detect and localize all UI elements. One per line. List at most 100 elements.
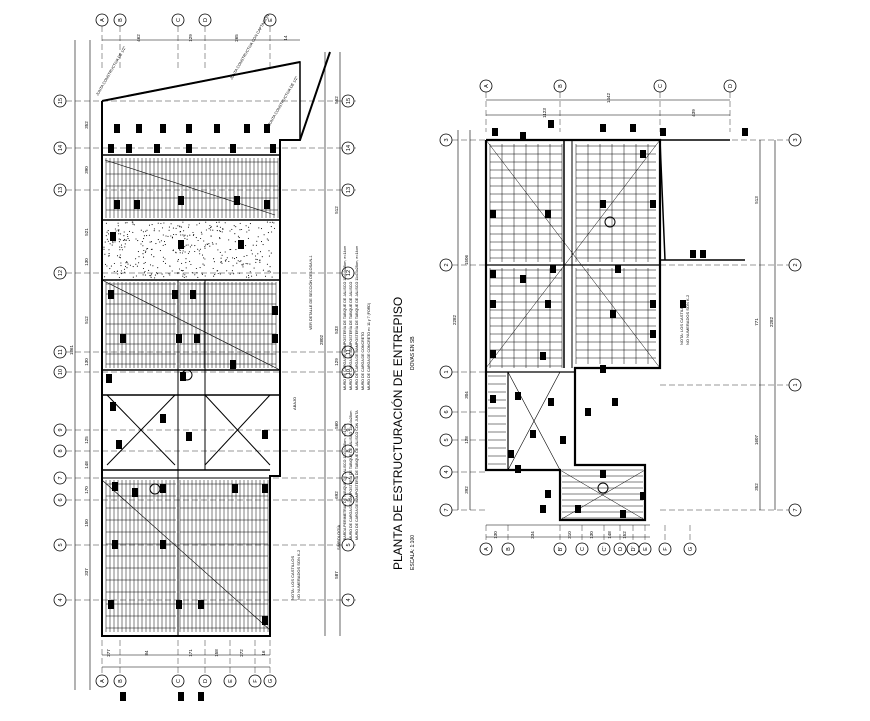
column-block bbox=[615, 265, 621, 273]
grid-circle bbox=[341, 141, 355, 155]
slab-dot bbox=[231, 270, 233, 272]
slab-dot bbox=[143, 262, 145, 264]
slab-dot bbox=[201, 273, 203, 275]
grid-bubble: D bbox=[198, 674, 212, 688]
dimension-label: 513 bbox=[754, 196, 759, 204]
grid-bubble: 12 bbox=[341, 266, 355, 280]
slab-dot bbox=[270, 226, 272, 228]
slab-dot bbox=[181, 252, 184, 254]
slab-dot bbox=[152, 265, 154, 267]
slab-dot bbox=[142, 267, 145, 270]
dimension-label: 1442 bbox=[606, 92, 611, 103]
column-block bbox=[540, 505, 546, 513]
column-block bbox=[120, 692, 126, 701]
slab-dot bbox=[150, 254, 153, 256]
slab-dot bbox=[264, 275, 267, 277]
legend: SIMBOLOGÍA BARDA PERIMETRAL DE TABIQUE D… bbox=[336, 246, 371, 550]
slab-dot bbox=[239, 222, 241, 224]
slab-dot bbox=[168, 226, 170, 228]
slab-dot bbox=[116, 255, 119, 257]
column-block bbox=[214, 124, 220, 133]
grid-circle bbox=[113, 674, 127, 688]
slab-dot bbox=[192, 234, 194, 236]
column-block bbox=[540, 352, 546, 360]
slab-dot bbox=[137, 240, 139, 242]
column-block bbox=[520, 275, 526, 283]
column-block bbox=[116, 440, 122, 449]
grid-circle bbox=[553, 542, 567, 556]
slab-dot bbox=[144, 270, 146, 273]
grid-label: 11 bbox=[58, 349, 64, 355]
left-note: NOTA: LOS CASTILLOS NO NUMERADOS SON K-2 bbox=[290, 549, 301, 600]
grid-circle bbox=[171, 674, 185, 688]
slab-dot bbox=[118, 241, 120, 243]
slab-dot bbox=[178, 249, 180, 251]
slab-dot bbox=[163, 276, 165, 278]
column-block bbox=[490, 270, 496, 278]
slab-dot bbox=[120, 270, 122, 272]
dimension-label: 272 bbox=[239, 649, 244, 657]
slab-dot bbox=[119, 254, 121, 256]
dimension-label: 130 bbox=[84, 358, 89, 366]
dimension-label: 521 bbox=[84, 228, 89, 236]
grid-circle bbox=[341, 94, 355, 108]
slab-dot bbox=[121, 249, 123, 251]
slab-dot bbox=[168, 229, 170, 231]
column-block bbox=[610, 310, 616, 318]
slab-dot bbox=[162, 256, 164, 258]
slab-dot bbox=[210, 229, 212, 231]
slab-dot bbox=[182, 269, 184, 272]
grid-label: A bbox=[484, 84, 490, 88]
grid-bubble: C bbox=[171, 13, 185, 27]
slab-dot bbox=[233, 273, 235, 275]
slab-dot bbox=[153, 230, 155, 232]
dimension-label: 125 bbox=[84, 436, 89, 444]
slab-dot bbox=[124, 265, 127, 267]
slab-dot bbox=[125, 239, 127, 241]
legend-item: MURO DE CARGA DE CONCRETO bbox=[361, 332, 365, 390]
grid-label: B bbox=[118, 18, 124, 22]
slab-dot bbox=[260, 241, 263, 243]
right-floor-plan bbox=[457, 99, 776, 538]
slab-dot bbox=[140, 229, 142, 231]
column-block bbox=[490, 300, 496, 308]
column-block bbox=[120, 334, 126, 343]
slab-dot bbox=[188, 224, 190, 226]
slab-dot bbox=[232, 265, 234, 267]
slab-dot bbox=[142, 256, 145, 258]
slab-dot bbox=[247, 237, 249, 239]
grid-label: 13 bbox=[346, 187, 352, 193]
grid-label: E bbox=[268, 18, 274, 22]
grid-label: D bbox=[203, 679, 209, 683]
slab-dot bbox=[120, 244, 123, 246]
legend-item: BARDA PERIMETRAL DE TABIQUE DE JALISCO 1… bbox=[343, 424, 347, 540]
slab-dot bbox=[189, 260, 191, 262]
slab-dot bbox=[217, 249, 219, 251]
slab-dot bbox=[158, 230, 160, 232]
slab-dot bbox=[185, 262, 187, 264]
grid-circle bbox=[439, 503, 453, 517]
dimension-label: 129 bbox=[188, 34, 193, 42]
slab-dot bbox=[187, 244, 189, 246]
slab-dot bbox=[263, 234, 265, 236]
section-tag: VER DETALLE DE SECCIÓN DE LOSA N-1 bbox=[308, 255, 313, 330]
slab-dot bbox=[193, 233, 195, 236]
slab-dot bbox=[251, 253, 253, 255]
dimension-label: 1506 bbox=[464, 254, 469, 265]
grid-circle bbox=[653, 79, 667, 93]
slab-dot bbox=[175, 234, 177, 236]
junta-tag-b: JUNTA CONSTRUCTIVA DE 1/2" bbox=[95, 45, 127, 96]
slab-dot bbox=[271, 231, 273, 233]
slab-dot bbox=[104, 263, 107, 265]
grid-label: 12 bbox=[346, 270, 352, 276]
slab-dot bbox=[183, 235, 185, 237]
column-block bbox=[238, 240, 244, 249]
slab-dot bbox=[108, 253, 110, 255]
grid-label: E bbox=[643, 547, 649, 551]
grid-bubble: 4 bbox=[439, 465, 453, 479]
dimension-label: 771 bbox=[754, 318, 759, 326]
slab-dot bbox=[104, 241, 106, 243]
column-block bbox=[262, 430, 268, 439]
slab-dot bbox=[194, 250, 196, 253]
grid-label: 14 bbox=[346, 145, 352, 151]
